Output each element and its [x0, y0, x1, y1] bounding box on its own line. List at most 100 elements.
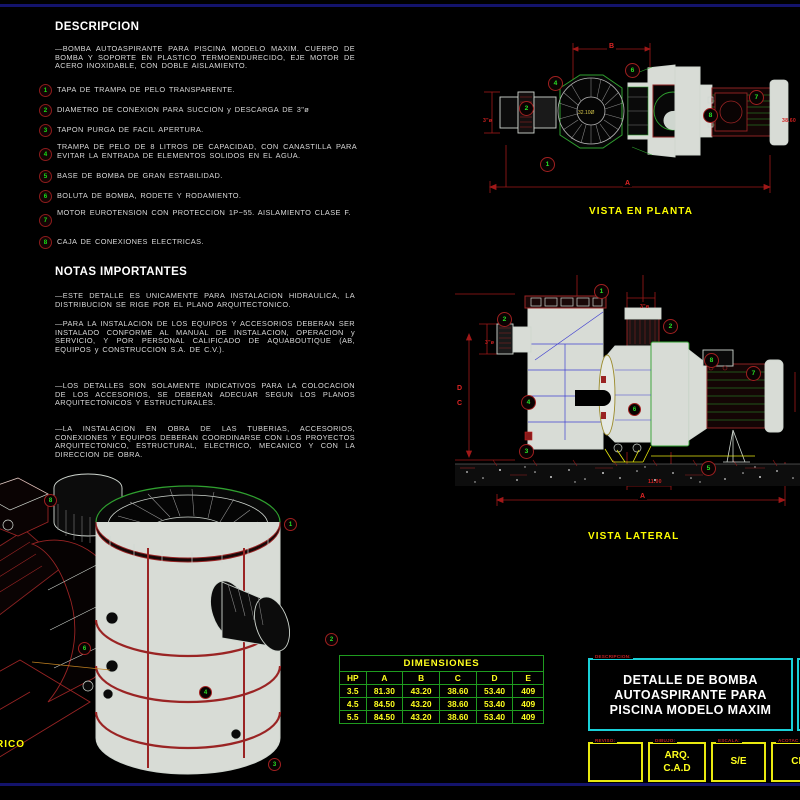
reviso-label: REVISO: [593, 738, 618, 743]
cell-hp: 3.5 [339, 684, 367, 698]
table-header-row: HP A B C D E [339, 671, 544, 685]
iso-callout-4: 4 [199, 686, 212, 699]
col-c: C [438, 671, 477, 685]
bullet-7: 7 [39, 214, 52, 227]
cell-e: 409 [512, 697, 544, 711]
descripcion-item-3: TAPON PURGA DE FACIL APERTURA. [57, 125, 204, 134]
plan-callout-2: 2 [519, 101, 534, 116]
iso-callout-3: 3 [268, 758, 281, 771]
svg-text:32.10Ø: 32.10Ø [578, 110, 595, 116]
descripcion-item-8: CAJA DE CONEXIONES ELECTRICAS. [57, 237, 204, 246]
acotac-box: CM [771, 742, 800, 782]
table-row: 4.5 84.50 43.20 38.60 53.40 409 [339, 697, 544, 711]
cell-e: 409 [512, 710, 544, 724]
cell-a: 81.30 [365, 684, 404, 698]
cell-b: 43.20 [402, 697, 440, 711]
table-title-row: DIMENSIONES [339, 655, 544, 672]
lateral-dim-D: D [455, 385, 465, 392]
dibujo-label: DIBUJO: [653, 738, 678, 743]
cell-d: 53.40 [475, 710, 514, 724]
bullet-8: 8 [39, 236, 52, 249]
table-row: 5.5 84.50 43.20 38.60 53.40 409 [339, 710, 544, 724]
cell-c: 38.60 [438, 697, 477, 711]
iso-callout-6: 6 [78, 642, 91, 655]
plan-callout-7: 7 [749, 90, 764, 105]
plan-callout-4: 4 [548, 76, 563, 91]
nota-2: —PARA LA INSTALACION DE LOS EQUIPOS Y AC… [55, 319, 355, 354]
descripcion-item-1: TAPA DE TRAMPA DE PELO TRANSPARENTE. [57, 85, 235, 94]
plan-dim-B: B [607, 43, 617, 50]
lateral-callout-5: 5 [701, 461, 716, 476]
plan-callout-1: 1 [540, 157, 555, 172]
escala-value: S/E [730, 756, 747, 767]
col-b: B [402, 671, 440, 685]
top-border-band [0, 4, 800, 7]
desc-label: DESCRIPCION: [593, 654, 633, 659]
lateral-callout-7: 7 [746, 366, 761, 381]
descripcion-item-4: TRAMPA DE PELO DE 8 LITROS DE CAPACIDAD,… [57, 142, 357, 160]
iso-callout-8: 8 [44, 494, 57, 507]
lateral-callout-1: 1 [594, 284, 609, 299]
lateral-callout-6: 6 [628, 403, 641, 416]
col-a: A [365, 671, 404, 685]
lateral-callout-3: 3 [519, 444, 534, 459]
table-title: DIMENSIONES [339, 655, 544, 672]
lateral-dim-discharge: 3"ø [640, 304, 650, 310]
nota-4: —LA INSTALACION EN OBRA DE LAS TUBERIAS,… [55, 424, 355, 459]
lateral-view-label: VISTA LATERAL [588, 531, 680, 542]
lateral-callout-4: 4 [521, 395, 536, 410]
escala-label: ESCALA: [716, 738, 742, 743]
lateral-dim-A: A [638, 493, 648, 500]
bullet-6: 6 [39, 190, 52, 203]
reviso-box [588, 742, 643, 782]
descripcion-item-5: BASE DE BOMBA DE GRAN ESTABILIDAD. [57, 171, 223, 180]
plan-callout-8: 8 [703, 108, 718, 123]
iso-view-drawing [0, 470, 340, 790]
cell-b: 43.20 [402, 684, 440, 698]
cell-d: 53.40 [475, 684, 514, 698]
plan-callout-6: 6 [625, 63, 640, 78]
dibujo-box: ARQ. C.A.D [648, 742, 706, 782]
plan-dim-A: A [623, 180, 633, 187]
dimensions-table: DIMENSIONES HP A B C D E 3.5 81.30 43.20… [339, 655, 544, 724]
lateral-callout-2b: 2 [663, 319, 678, 334]
dibujo-value-2: C.A.D [663, 763, 691, 774]
title-line-3: PISCINA MODELO MAXIM [609, 703, 772, 717]
descripcion-item-2: DIAMETRO DE CONEXION PARA SUCCION y DESC… [57, 105, 310, 114]
cell-e: 409 [512, 684, 544, 698]
bullet-5: 5 [39, 170, 52, 183]
escala-box: S/E [711, 742, 766, 782]
col-e: E [512, 671, 544, 685]
plan-view-label: VISTA EN PLANTA [589, 206, 694, 217]
nota-3: —LOS DETALLES SON SOLAMENTE INDICATIVOS … [55, 381, 355, 408]
cell-c: 38.60 [438, 684, 477, 698]
descripcion-item-7: MOTOR EUROTENSION CON PROTECCION 1P−55. … [57, 208, 351, 217]
lateral-callout-2a: 2 [497, 312, 512, 327]
col-d: D [475, 671, 514, 685]
descripcion-item-6: BOLUTA DE BOMBA, RODETE Y RODAMIENTO. [57, 191, 242, 200]
cell-b: 43.20 [402, 710, 440, 724]
acotac-value: CM [791, 756, 800, 767]
lateral-dim-suction: 3"ø [485, 340, 495, 346]
title-right-box [797, 658, 800, 731]
bullet-4: 4 [39, 148, 52, 161]
lateral-callout-8: 8 [704, 353, 719, 368]
cell-c: 38.60 [438, 710, 477, 724]
title-desc-box: DETALLE DE BOMBA AUTOASPIRANTE PARA PISC… [588, 658, 793, 731]
bottom-border-band [0, 783, 800, 786]
table-row: 3.5 81.30 43.20 38.60 53.40 409 [339, 684, 544, 698]
iso-view-label: RICO [0, 739, 25, 750]
dibujo-value-1: ARQ. [664, 750, 690, 761]
iso-callout-2: 2 [325, 633, 338, 646]
lateral-view-drawing [455, 272, 800, 532]
plan-dim-right: 38.60 [782, 118, 796, 124]
plan-dim-suction: 3"ø [483, 118, 493, 124]
descripcion-intro: —BOMBA AUTOASPIRANTE PARA PISCINA MODELO… [55, 44, 355, 71]
iso-callout-1: 1 [284, 518, 297, 531]
cell-a: 84.50 [365, 697, 404, 711]
lateral-dim-C: C [455, 400, 465, 407]
cell-hp: 4.5 [339, 697, 367, 711]
bullet-1: 1 [39, 84, 52, 97]
notas-heading: NOTAS IMPORTANTES [55, 266, 188, 278]
